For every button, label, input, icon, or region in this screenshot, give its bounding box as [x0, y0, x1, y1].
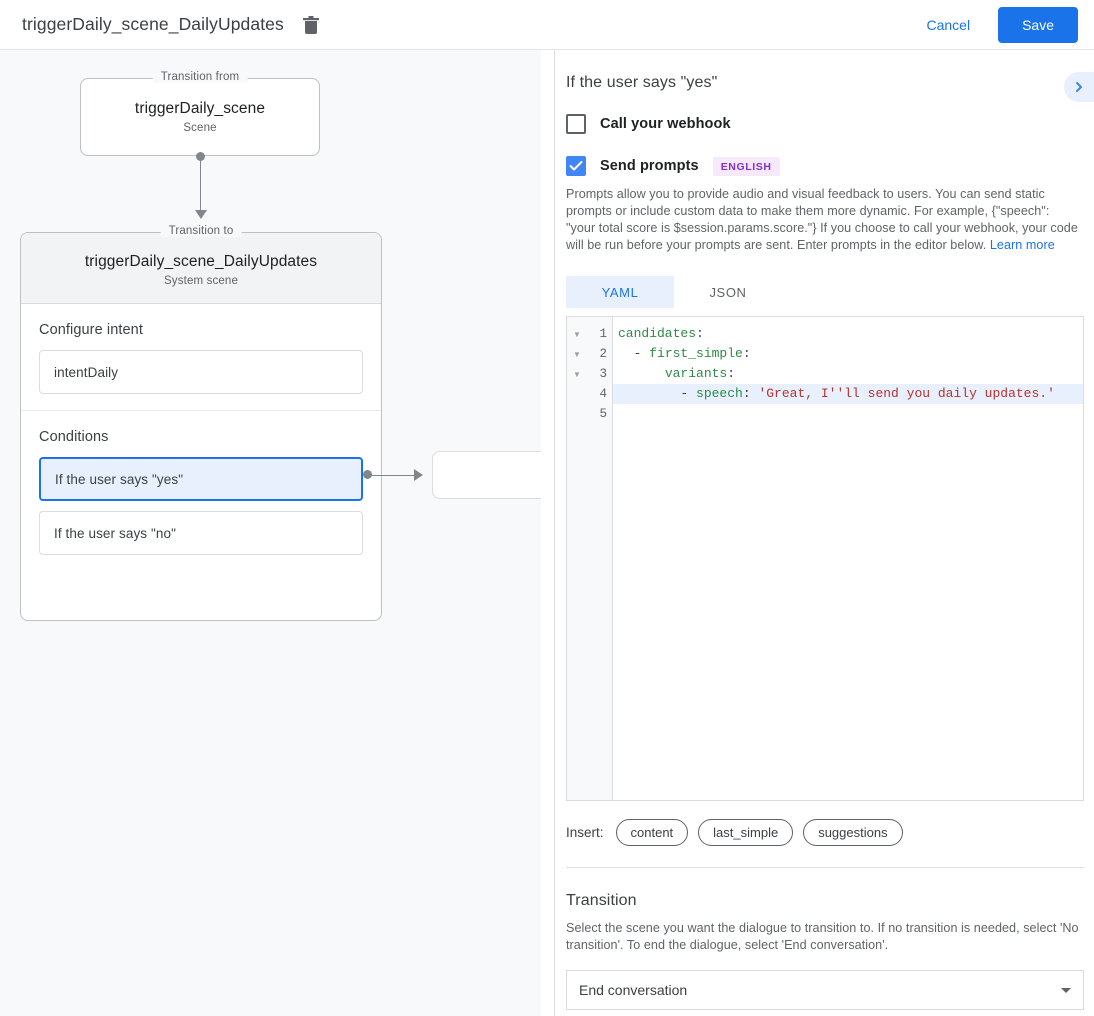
insert-chip-last-simple[interactable]: last_simple	[698, 819, 794, 846]
transition-to-legend: Transition to	[160, 225, 242, 237]
send-prompts-checkbox[interactable]	[566, 156, 586, 176]
section-divider	[566, 867, 1084, 868]
editor-code-area[interactable]: candidates: - first_simple: variants: - …	[613, 317, 1083, 800]
editor-code-line[interactable]: candidates:	[613, 324, 1083, 344]
connector-vertical-line	[200, 156, 201, 213]
delete-button[interactable]	[298, 12, 324, 38]
transition-from-legend: Transition from	[152, 71, 248, 83]
code-token: 'Great, I''ll send you daily updates.'	[758, 386, 1055, 401]
code-token: first_simple	[649, 346, 743, 361]
webhook-label: Call your webhook	[600, 116, 731, 132]
transition-to-title: triggerDaily_scene_DailyUpdates	[84, 253, 318, 270]
learn-more-link[interactable]: Learn more	[989, 238, 1055, 252]
intent-value-field[interactable]: intentDaily	[39, 350, 363, 394]
prompts-helper-body: Prompts allow you to provide audio and v…	[566, 187, 1078, 252]
editor-line-number: 3	[599, 367, 607, 381]
language-badge: ENGLISH	[712, 156, 780, 176]
configure-intent-section: Configure intent intentDaily	[21, 304, 381, 410]
panel-header: If the user says "yes"	[556, 50, 1094, 92]
transition-title: Transition	[566, 892, 637, 909]
send-prompts-row[interactable]: Send prompts ENGLISH	[566, 156, 1084, 176]
top-bar-actions: Cancel Save	[912, 6, 1094, 43]
code-token: :	[696, 326, 704, 341]
editor-line-number: 2	[599, 347, 607, 361]
insert-chip-content[interactable]: content	[615, 819, 689, 846]
code-token: variants	[664, 366, 728, 381]
expand-panel-button[interactable]	[1064, 72, 1094, 102]
connector-arrow-down-icon	[195, 210, 207, 219]
trash-icon	[302, 15, 319, 34]
configure-intent-label: Configure intent	[39, 322, 143, 338]
condition-item-no[interactable]: If the user says "no"	[39, 511, 363, 555]
editor-fold-toggle[interactable]: ▼	[573, 349, 581, 359]
editor-fold-toggle	[567, 404, 587, 424]
connector-horizontal-line	[368, 474, 416, 476]
code-token: :	[742, 346, 751, 361]
editor-code-line[interactable]	[613, 404, 1083, 424]
condition-details-panel: If the user says "yes" Call your webhook…	[556, 50, 1094, 1016]
insert-chip-suggestions[interactable]: suggestions	[803, 819, 903, 846]
editor-line-number: 1	[599, 327, 607, 341]
code-token: -	[618, 346, 650, 361]
conditions-label: Conditions	[39, 429, 109, 445]
transition-helper-text: Select the scene you want the dialogue t…	[566, 921, 1079, 952]
tab-yaml[interactable]: YAML	[566, 276, 674, 308]
editor-code-line[interactable]: - speech: 'Great, I''ll send you daily u…	[613, 384, 1083, 404]
editor-format-tabs: YAML JSON	[566, 276, 1084, 308]
editor-line-number-gutter: 1 2 3 4 5	[587, 317, 613, 800]
scene-graph-canvas[interactable]: Transition from triggerDaily_scene Scene…	[0, 50, 541, 1016]
transition-from-subtitle: Scene	[183, 122, 217, 134]
editor-fold-toggle[interactable]: ▼	[573, 329, 581, 339]
conditions-section: Conditions If the user says "yes" If the…	[21, 410, 381, 571]
connector-arrow-right-icon	[414, 469, 423, 481]
transition-to-node[interactable]: Transition to triggerDaily_scene_DailyUp…	[20, 225, 382, 621]
insert-row: Insert: content last_simple suggestions	[566, 819, 1084, 846]
chevron-down-icon	[1061, 987, 1071, 993]
transition-select[interactable]: End conversation	[566, 970, 1084, 1010]
webhook-checkbox[interactable]	[566, 114, 586, 134]
editor-fold-toggle	[567, 384, 587, 404]
top-bar: triggerDaily_scene_DailyUpdates Cancel S…	[0, 0, 1094, 50]
save-button[interactable]: Save	[998, 6, 1078, 43]
page-title: triggerDaily_scene_DailyUpdates	[22, 14, 284, 34]
editor-code-line[interactable]: variants:	[613, 364, 1083, 384]
tab-json[interactable]: JSON	[709, 284, 747, 300]
code-token: candidates	[618, 326, 697, 341]
panel-body: Call your webhook Send prompts ENGLISH P…	[556, 114, 1094, 1010]
transition-to-header: triggerDaily_scene_DailyUpdates System s…	[21, 233, 381, 304]
editor-line-number: 4	[599, 387, 607, 401]
target-node-placeholder[interactable]	[432, 451, 541, 499]
transition-select-value: End conversation	[579, 982, 688, 998]
transition-from-node[interactable]: Transition from triggerDaily_scene Scene	[80, 71, 320, 156]
insert-label: Insert:	[566, 825, 604, 840]
editor-fold-toggle[interactable]: ▼	[573, 369, 581, 379]
condition-item-yes[interactable]: If the user says "yes"	[39, 457, 363, 501]
editor-code-line[interactable]: - first_simple:	[613, 344, 1083, 364]
code-token	[618, 366, 665, 381]
code-token: :	[742, 386, 759, 401]
transition-to-subtitle: System scene	[163, 275, 239, 287]
editor-fold-gutter[interactable]: ▼ ▼ ▼	[567, 317, 587, 800]
prompt-code-editor[interactable]: ▼ ▼ ▼ 1 2 3 4 5 candidates: - first_simple: va…	[566, 316, 1084, 801]
webhook-row[interactable]: Call your webhook	[566, 114, 1084, 134]
prompts-helper-text: Prompts allow you to provide audio and v…	[566, 186, 1082, 254]
connector-dot-condition	[363, 470, 372, 479]
send-prompts-label: Send prompts	[600, 158, 699, 174]
code-token: -	[618, 386, 697, 401]
transition-from-title: triggerDaily_scene	[134, 100, 266, 117]
chevron-right-icon	[1076, 82, 1082, 92]
check-icon	[569, 161, 583, 171]
panel-title: If the user says "yes"	[566, 74, 718, 91]
editor-line-number: 5	[599, 407, 607, 421]
code-token: :	[727, 366, 736, 381]
code-token: speech	[696, 386, 743, 401]
cancel-button[interactable]: Cancel	[912, 8, 984, 42]
canvas-panel-gap	[541, 50, 555, 1016]
